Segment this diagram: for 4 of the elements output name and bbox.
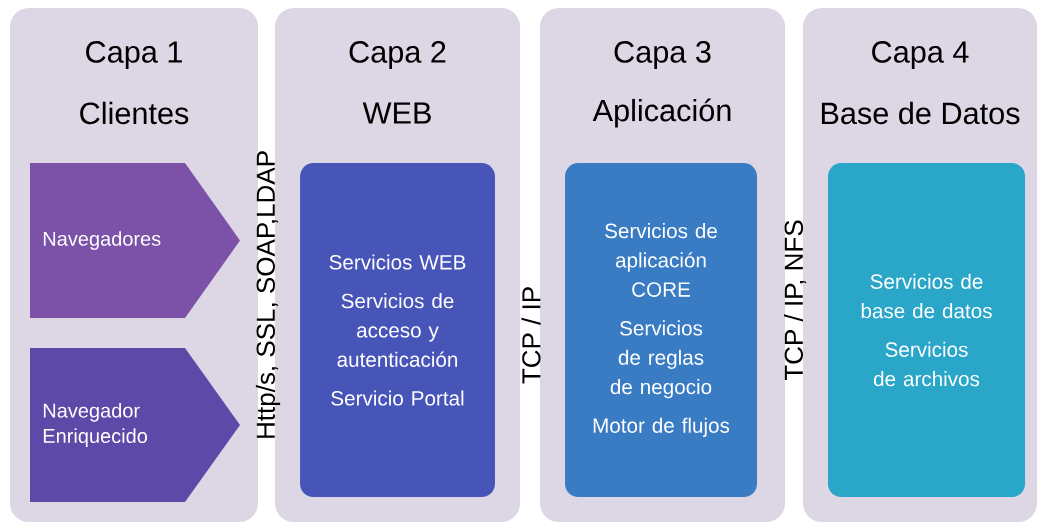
- protocol-label: TCP / IP: [521, 287, 541, 384]
- service-box: Servicios de base de datos Servicios de archivos: [828, 163, 1026, 497]
- service-box: Servicios de aplicación CORE Servicios de reglas de negocio Motor de flujos: [565, 163, 757, 497]
- service-box: Servicios WEB Servicios de acceso y autenticación Servicio Portal: [300, 163, 495, 497]
